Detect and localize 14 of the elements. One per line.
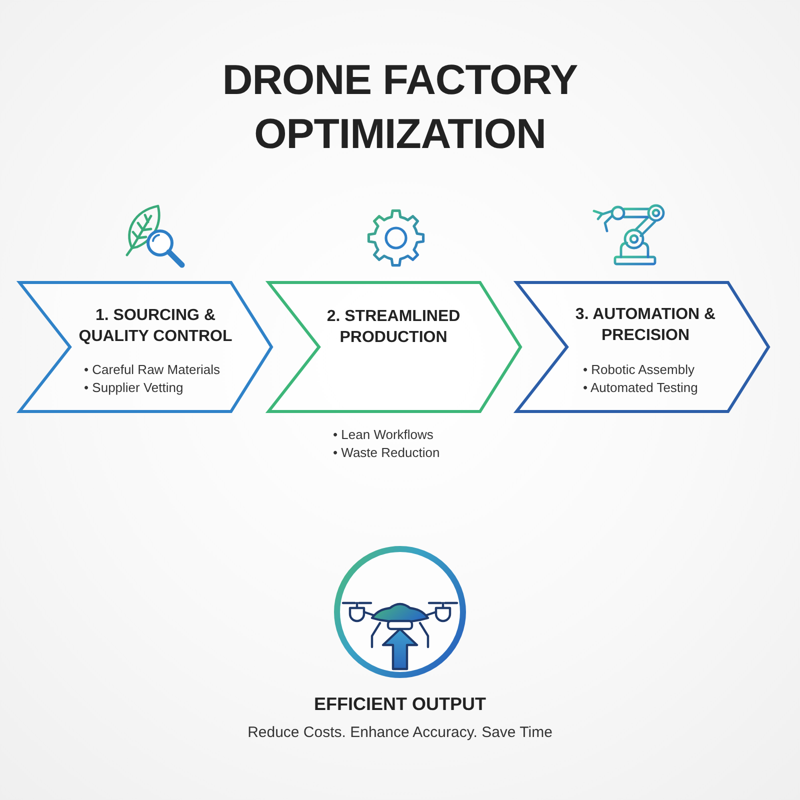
step-heading: 2. STREAMLINED PRODUCTION: [326, 307, 462, 348]
tagline: Reduce Costs. Enhance Accuracy. Save Time: [246, 723, 554, 743]
step-heading: 1. SOURCING & QUALITY CONTROL: [78, 306, 234, 347]
step-heading: 3. AUTOMATION & PRECISION: [574, 305, 717, 346]
output-heading: EFFICIENT OUTPUT: [313, 693, 487, 716]
bullet-item: • Automated Testing: [583, 379, 698, 397]
chevron-step: [18, 281, 273, 413]
bullet-item: • Waste Reduction: [333, 444, 440, 462]
bullet-item: • Supplier Vetting: [84, 379, 184, 397]
bullet-item: • Lean Workflows: [333, 426, 434, 444]
title: DRONE FACTORY OPTIMIZATION: [221, 55, 579, 159]
chevron-step: [515, 281, 770, 413]
bullet-item: • Careful Raw Materials: [84, 361, 220, 379]
bullet-item: • Robotic Assembly: [583, 361, 696, 379]
